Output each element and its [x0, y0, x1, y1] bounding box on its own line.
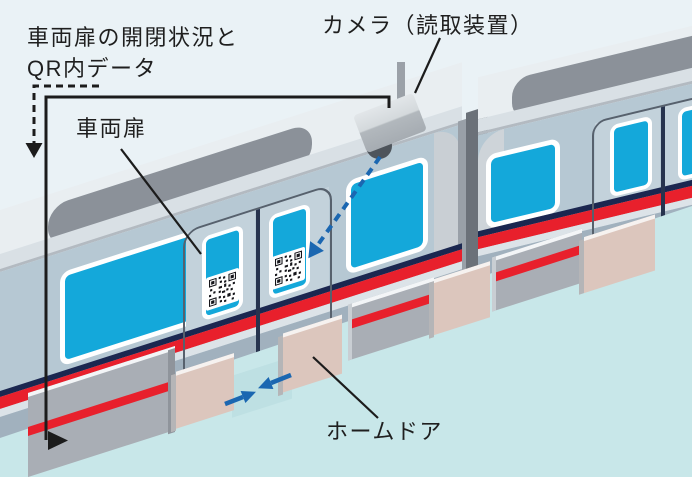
- data-flow-dashed-arrowhead: [25, 143, 43, 158]
- flow-note-line2: QR内データ: [27, 56, 158, 81]
- qr-code-pattern: [209, 271, 236, 308]
- qr-code: [272, 246, 305, 290]
- camera-leader-line: [413, 37, 442, 94]
- door-motion-arrow-left-shaft: [224, 394, 244, 407]
- vehicle-door-label: 車両扉: [76, 116, 147, 141]
- flow-note-label: 車両扉の開閉状況と QR内データ: [27, 22, 239, 84]
- signal-bracket-line: [44, 95, 391, 440]
- signal-bracket-arrowhead: [48, 431, 68, 450]
- door-motion-arrow-right-shaft: [270, 372, 292, 386]
- platform-door-label: ホームドア: [326, 419, 443, 444]
- qr-code-pattern: [275, 250, 302, 287]
- vehicle-door-leader-line: [120, 148, 202, 255]
- door-motion-arrow-left-head: [240, 391, 256, 403]
- platform-door-leader-line: [312, 356, 379, 419]
- camera-label: カメラ（読取装置）: [322, 13, 534, 38]
- camera-pole: [397, 62, 405, 112]
- camera-scan-arrowhead: [308, 241, 324, 259]
- camera-scan-dashed-line: [315, 155, 382, 248]
- qr-code: [206, 267, 239, 312]
- flow-note-line1: 車両扉の開閉状況と: [27, 25, 239, 50]
- door-motion-arrow-right-head: [258, 377, 274, 389]
- data-flow-dashed-arrow: [32, 84, 99, 143]
